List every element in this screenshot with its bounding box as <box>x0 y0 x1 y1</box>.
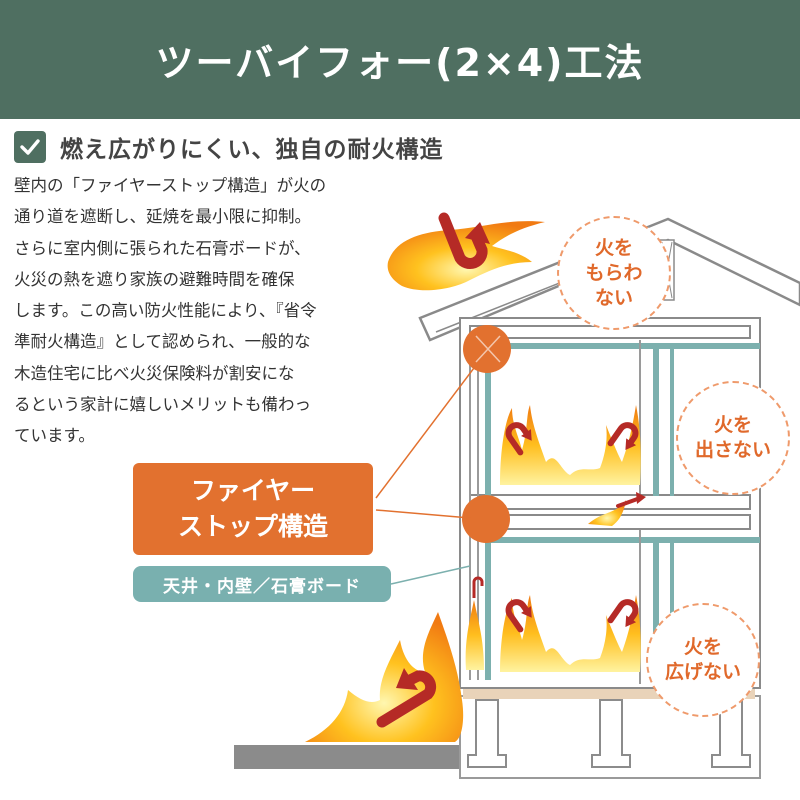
callout-no-receive-fire: 火を もらわ ない <box>557 216 671 330</box>
leader-line-gypsum <box>390 565 471 585</box>
callout-line: 広げない <box>664 661 741 683</box>
callout-line: 火を <box>713 414 752 436</box>
callout-no-spread-fire: 火を 広げない <box>646 603 760 717</box>
flame-icon <box>588 500 626 526</box>
description-line: します。この高い防火性能により、『省令 <box>14 301 317 321</box>
description-line: 準耐火構造』として認められ、一般的な <box>14 332 311 352</box>
callout-no-emit-fire: 火を 出さない <box>676 381 790 495</box>
callout-line: 火を <box>683 636 722 658</box>
u-turn-arrow-icon <box>472 576 484 598</box>
description-line: 火災の熱を遮り家族の避難時間を確保 <box>14 269 295 289</box>
description-line: 壁内の「ファイヤーストップ構造」が火の <box>14 176 327 195</box>
firestop-label-line: ファイヤー <box>190 476 316 505</box>
callout-line: 出さない <box>694 439 771 461</box>
firestop-label: ファイヤー ストップ構造 <box>133 463 373 555</box>
subheading-text: 燃え広がりにくい、独自の耐火構造 <box>60 137 444 163</box>
callout-line: 火を <box>594 236 633 259</box>
firestop-point-lower <box>462 495 510 543</box>
check-icon <box>14 131 46 163</box>
leader-lines <box>375 359 481 519</box>
gypsum-board-label: 天井・内壁／石膏ボード <box>133 566 391 602</box>
flame-icon <box>465 600 484 670</box>
page-title: ツーバイフォー(2×4)工法 <box>155 41 645 85</box>
description-line: るという家計に嬉しいメリットも備わっ <box>14 395 311 415</box>
description-line: 木造住宅に比べ火災保険料が割安にな <box>14 363 295 383</box>
flame-icon <box>500 595 641 672</box>
flame-icon <box>305 612 464 742</box>
header-bar: ツーバイフォー(2×4)工法 <box>0 0 800 119</box>
description-text: 壁内の「ファイヤーストップ構造」が火の 通り道を遮断し、延焼を最小限に抑制。 さ… <box>14 170 384 452</box>
foundation <box>467 699 751 768</box>
u-turn-arrow-icon <box>376 668 437 728</box>
u-turn-arrow-icon <box>438 212 490 269</box>
callout-line: もらわ <box>585 261 643 284</box>
subheading: 燃え広がりにくい、独自の耐火構造 <box>14 128 444 166</box>
description-line: さらに室内側に張られた石膏ボードが、 <box>14 238 311 258</box>
firestop-label-line: ストップ構造 <box>177 512 328 541</box>
callout-line: ない <box>594 286 633 309</box>
description-line: 通り道を遮断し、延焼を最小限に抑制。 <box>14 207 311 227</box>
flame-icon <box>500 405 641 485</box>
description-line: ています。 <box>14 426 95 446</box>
flame-icon <box>387 221 545 291</box>
